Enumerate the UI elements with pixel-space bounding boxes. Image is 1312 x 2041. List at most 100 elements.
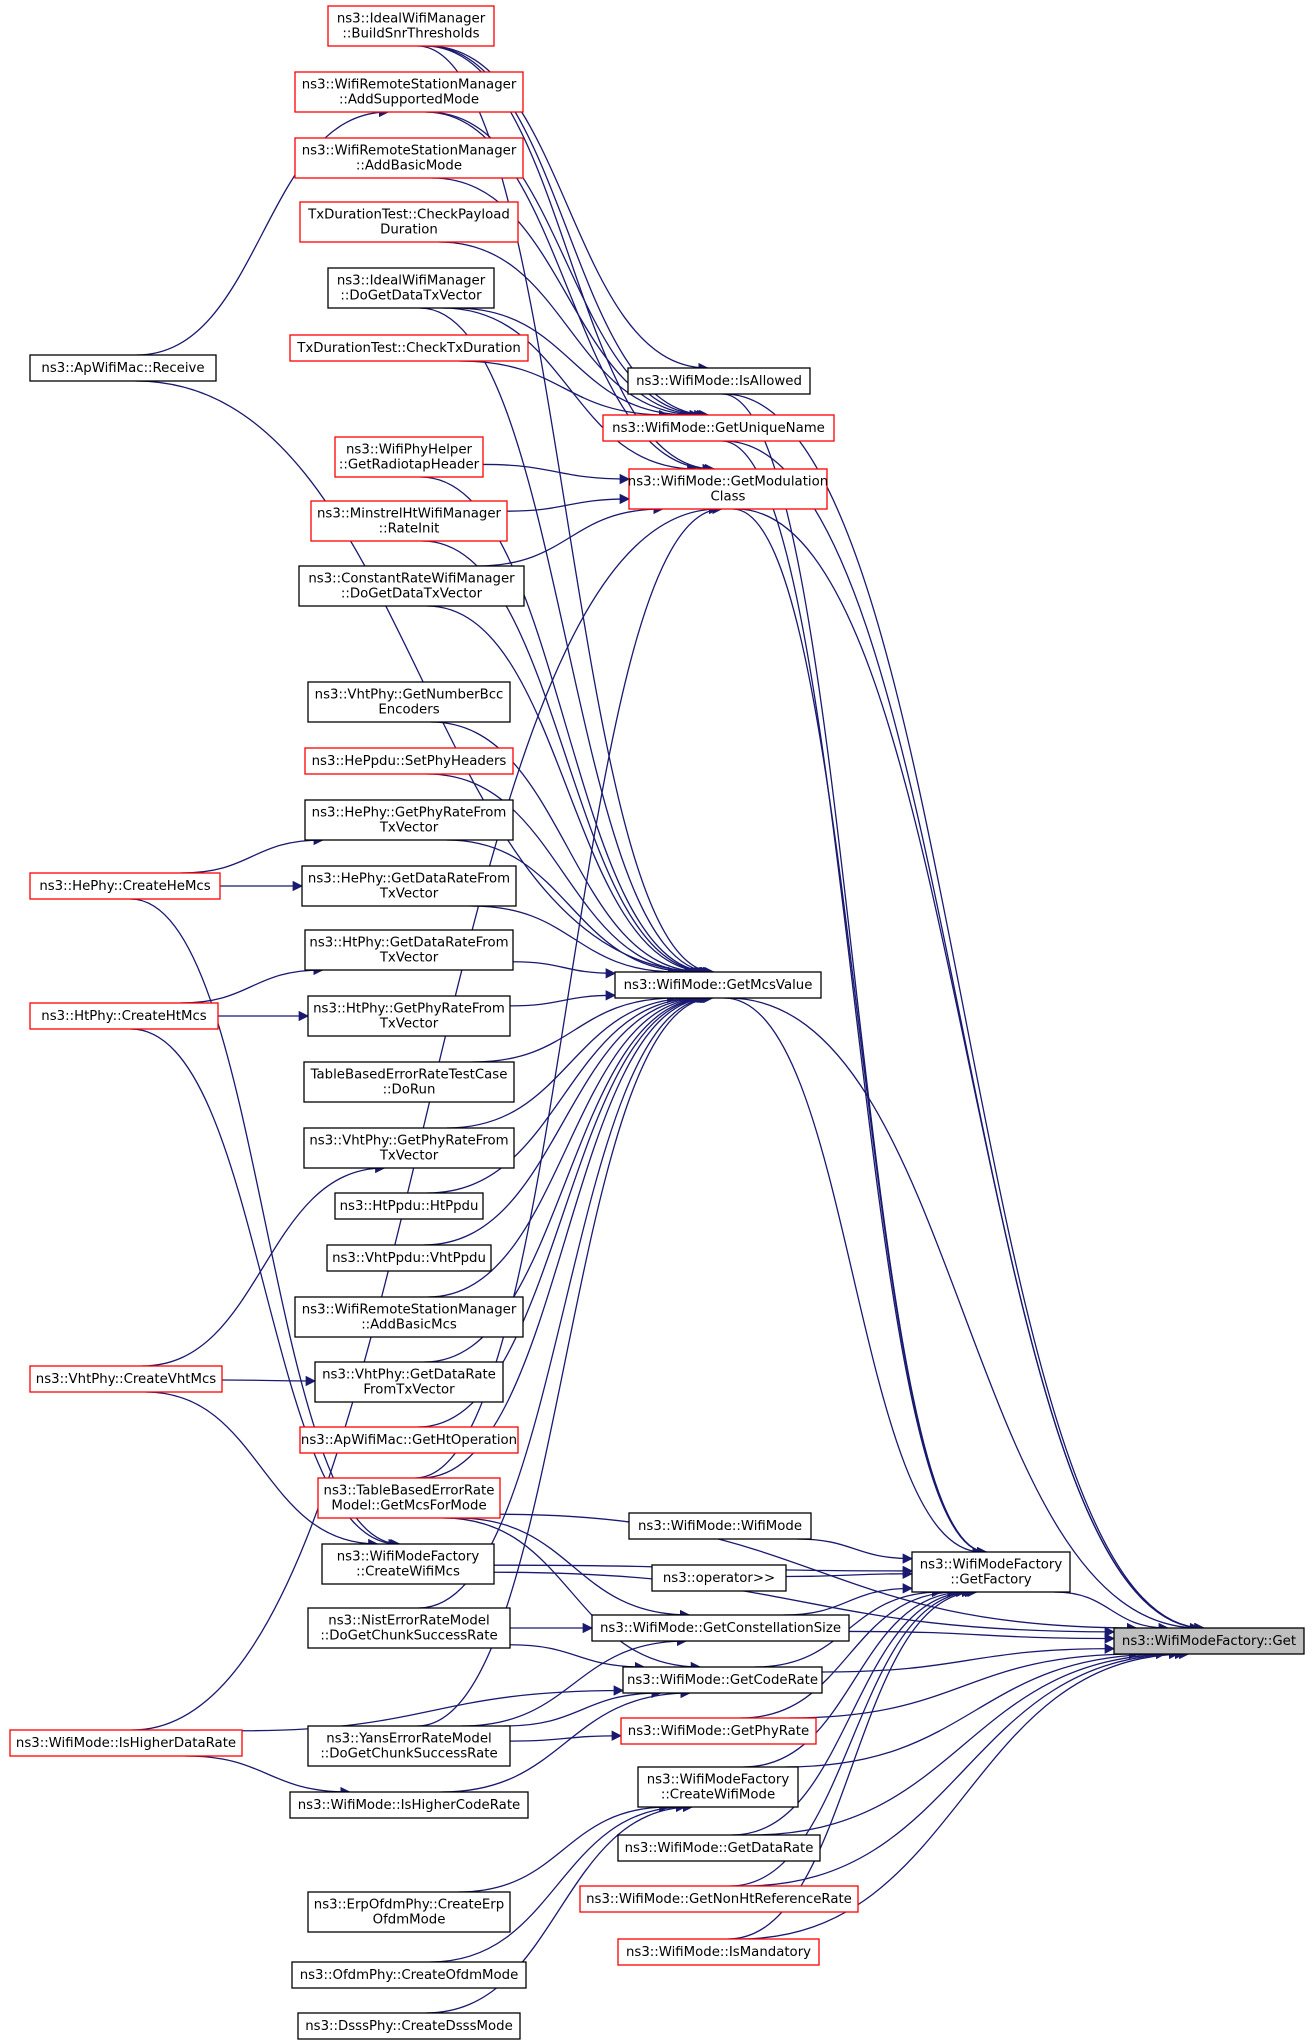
node-box[interactable] — [303, 1127, 515, 1169]
graph-node-getDataRate[interactable]: ns3::WifiMode::GetDataRate — [617, 1834, 821, 1862]
graph-node-wifiMode[interactable]: ns3::WifiMode::WifiMode — [628, 1512, 812, 1540]
graph-node-opIn[interactable]: ns3::operator>> — [651, 1564, 787, 1592]
graph-node-ofdmMode[interactable]: ns3::OfdmPhy::CreateOfdmMode — [291, 1961, 527, 1989]
node-box[interactable] — [334, 1192, 484, 1220]
node-box[interactable] — [637, 1766, 799, 1808]
graph-node-getNonHt[interactable]: ns3::WifiMode::GetNonHtReferenceRate — [579, 1885, 859, 1913]
node-box[interactable] — [294, 1296, 524, 1338]
node-box[interactable] — [29, 1365, 223, 1393]
graph-node-addBasicMcs[interactable]: ns3::WifiRemoteStationManager::AddBasicM… — [294, 1296, 524, 1338]
node-box[interactable] — [297, 2012, 521, 2040]
node-box[interactable] — [29, 354, 217, 382]
node-box[interactable] — [579, 1885, 859, 1913]
node-box[interactable] — [321, 1543, 495, 1585]
graph-node-constRate[interactable]: ns3::ConstantRateWifiManager::DoGetDataT… — [298, 565, 525, 607]
graph-node-isHigherData[interactable]: ns3::WifiMode::IsHigherDataRate — [9, 1729, 243, 1757]
graph-node-getHtOp[interactable]: ns3::ApWifiMac::GetHtOperation — [299, 1426, 519, 1454]
node-box[interactable] — [911, 1551, 1071, 1593]
graph-node-nistChunk[interactable]: ns3::NistErrorRateModel::DoGetChunkSucce… — [307, 1607, 511, 1649]
node-box[interactable] — [29, 872, 221, 900]
graph-node-htPpdu[interactable]: ns3::HtPpdu::HtPpdu — [334, 1192, 484, 1220]
graph-node-getFactory[interactable]: ns3::WifiModeFactory::GetFactory — [911, 1551, 1071, 1593]
node-box[interactable] — [314, 1361, 504, 1403]
graph-node-hePpduSet[interactable]: ns3::HePpdu::SetPhyHeaders — [304, 747, 514, 775]
graph-node-createWifiMcs[interactable]: ns3::WifiModeFactory::CreateWifiMcs — [321, 1543, 495, 1585]
graph-node-getUniqueName[interactable]: ns3::WifiMode::GetUniqueName — [602, 414, 835, 442]
node-box[interactable] — [307, 995, 511, 1037]
graph-node-vhtPpdu[interactable]: ns3::VhtPpdu::VhtPpdu — [326, 1244, 492, 1272]
node-box[interactable] — [628, 1512, 812, 1540]
graph-node-yansChunk[interactable]: ns3::YansErrorRateModel::DoGetChunkSucce… — [307, 1725, 511, 1767]
graph-node-dsssMode[interactable]: ns3::DsssPhy::CreateDsssMode — [297, 2012, 521, 2040]
graph-node-addSupported[interactable]: ns3::WifiRemoteStationManager::AddSuppor… — [294, 71, 524, 113]
graph-node-minstrelInit[interactable]: ns3::MinstrelHtWifiManager::RateInit — [310, 500, 508, 542]
graph-node-isAllowed[interactable]: ns3::WifiMode::IsAllowed — [627, 367, 811, 395]
node-box[interactable] — [307, 1891, 511, 1933]
graph-node-createWifiMode[interactable]: ns3::WifiModeFactory::CreateWifiMode — [637, 1766, 799, 1808]
node-box[interactable] — [299, 201, 519, 243]
node-box[interactable] — [289, 1791, 529, 1819]
node-box[interactable] — [29, 1002, 219, 1030]
node-box[interactable] — [301, 865, 517, 907]
node-box[interactable] — [617, 1938, 820, 1966]
graph-node-getPhyRate[interactable]: ns3::WifiMode::GetPhyRate — [620, 1717, 817, 1745]
graph-node-createHt[interactable]: ns3::HtPhy::CreateHtMcs — [29, 1002, 219, 1030]
node-box[interactable] — [307, 681, 511, 723]
graph-node-isHigherCode[interactable]: ns3::WifiMode::IsHigherCodeRate — [289, 1791, 529, 1819]
graph-node-createHe[interactable]: ns3::HePhy::CreateHeMcs — [29, 872, 221, 900]
node-box[interactable] — [327, 5, 495, 47]
graph-node-createVht[interactable]: ns3::VhtPhy::CreateVhtMcs — [29, 1365, 223, 1393]
node-box[interactable] — [617, 1834, 821, 1862]
node-box[interactable] — [298, 565, 525, 607]
node-box[interactable] — [1113, 1627, 1305, 1655]
graph-node-tableDoRun[interactable]: TableBasedErrorRateTestCase::DoRun — [303, 1061, 515, 1103]
node-box[interactable] — [294, 137, 524, 179]
node-box[interactable] — [294, 71, 524, 113]
node-box[interactable] — [304, 929, 514, 971]
graph-node-tableMcs[interactable]: ns3::TableBasedErrorRateModel::GetMcsFor… — [317, 1477, 501, 1519]
node-box[interactable] — [327, 267, 495, 309]
node-box[interactable] — [628, 468, 828, 510]
graph-node-buildSnr[interactable]: ns3::IdealWifiManager::BuildSnrThreshold… — [327, 5, 495, 47]
node-box[interactable] — [591, 1614, 850, 1642]
node-box[interactable] — [602, 414, 835, 442]
node-box[interactable] — [291, 1961, 527, 1989]
node-box[interactable] — [334, 436, 484, 478]
node-box[interactable] — [627, 367, 811, 395]
node-box[interactable] — [299, 1426, 519, 1454]
graph-node-apReceive[interactable]: ns3::ApWifiMac::Receive — [29, 354, 217, 382]
graph-node-getConstSize[interactable]: ns3::WifiMode::GetConstellationSize — [591, 1614, 850, 1642]
node-box[interactable] — [651, 1564, 787, 1592]
node-box[interactable] — [307, 1607, 511, 1649]
node-box[interactable] — [620, 1717, 817, 1745]
node-box[interactable] — [289, 334, 529, 362]
node-box[interactable] — [9, 1729, 243, 1757]
node-box[interactable] — [303, 1061, 515, 1103]
graph-node-getCodeRate[interactable]: ns3::WifiMode::GetCodeRate — [622, 1666, 823, 1694]
graph-node-checkTxDur[interactable]: TxDurationTest::CheckTxDuration — [289, 334, 529, 362]
node-box[interactable] — [326, 1244, 492, 1272]
graph-node-radiotap[interactable]: ns3::WifiPhyHelper::GetRadiotapHeader — [334, 436, 484, 478]
node-box[interactable] — [622, 1666, 823, 1694]
graph-node-getMcsValue[interactable]: ns3::WifiMode::GetMcsValue — [614, 971, 822, 999]
graph-node-root[interactable]: ns3::WifiModeFactory::Get — [1113, 1627, 1305, 1655]
node-box[interactable] — [304, 747, 514, 775]
node-box[interactable] — [307, 1725, 511, 1767]
graph-node-addBasicMode[interactable]: ns3::WifiRemoteStationManager::AddBasicM… — [294, 137, 524, 179]
node-box[interactable] — [614, 971, 822, 999]
node-box[interactable] — [310, 500, 508, 542]
graph-node-isMandatory[interactable]: ns3::WifiMode::IsMandatory — [617, 1938, 820, 1966]
node-box[interactable] — [304, 799, 514, 841]
graph-node-idealGetData[interactable]: ns3::IdealWifiManager::DoGetDataTxVector — [327, 267, 495, 309]
node-box[interactable] — [317, 1477, 501, 1519]
